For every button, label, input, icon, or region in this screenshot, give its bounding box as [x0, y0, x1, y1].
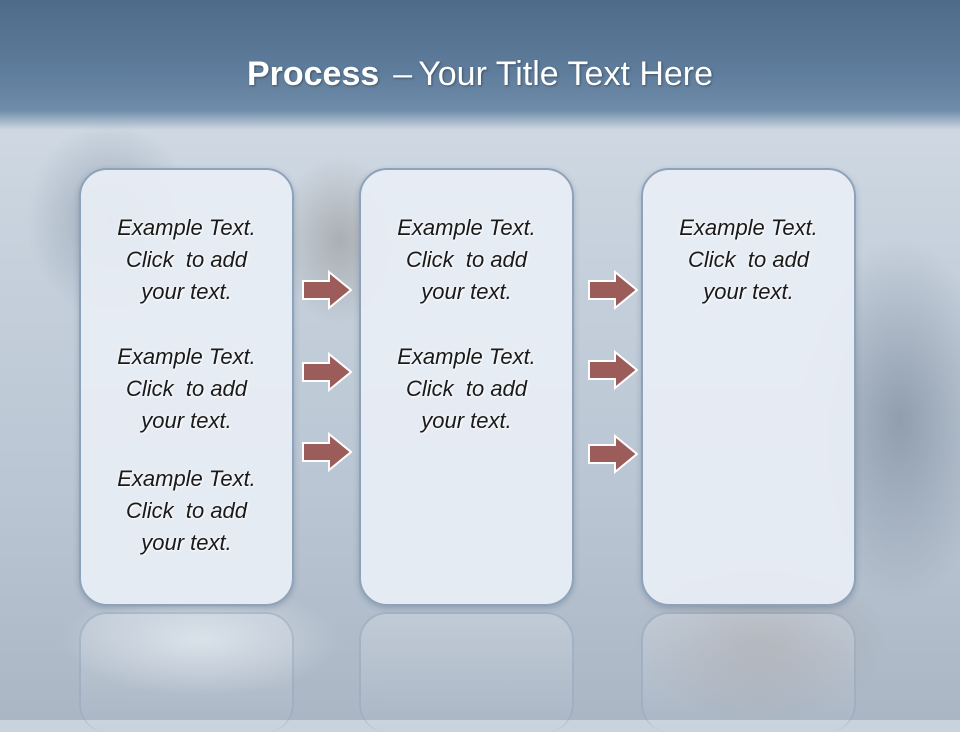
text-line: Click to add [405, 376, 528, 401]
text-line: Example Text. [397, 215, 536, 240]
text-line: Example Text. [117, 466, 256, 491]
text-line: Click to add [125, 247, 248, 272]
panel-reflection [641, 612, 856, 732]
text-block[interactable]: Example Text. Click to add your text. [81, 212, 292, 308]
text-line: your text. [141, 530, 232, 555]
right-arrow-icon[interactable] [588, 270, 638, 310]
text-line: Click to add [125, 498, 248, 523]
text-line: your text. [141, 279, 232, 304]
text-block[interactable]: Example Text. Click to add your text. [81, 341, 292, 437]
process-panel-1[interactable]: Example Text. Click to add your text. Ex… [79, 168, 294, 606]
process-panel-3[interactable]: Example Text. Click to add your text. [641, 168, 856, 606]
text-line: Example Text. [117, 215, 256, 240]
text-line: Click to add [405, 247, 528, 272]
right-arrow-icon[interactable] [302, 270, 352, 310]
text-line: your text. [421, 279, 512, 304]
text-block[interactable]: Example Text. Click to add your text. [361, 212, 572, 308]
title-bold-text: Process [246, 55, 380, 93]
right-arrow-icon[interactable] [302, 352, 352, 392]
panel-reflection [79, 612, 294, 732]
process-panel-2[interactable]: Example Text. Click to add your text. Ex… [359, 168, 574, 606]
title-text: Your Title Text Here [418, 55, 714, 93]
text-block[interactable]: Example Text. Click to add your text. [643, 212, 854, 308]
text-line: your text. [141, 408, 232, 433]
slide-title[interactable]: Process–Your Title Text Here [0, 52, 960, 96]
text-line: your text. [703, 279, 794, 304]
title-band [0, 0, 960, 130]
text-line: Example Text. [679, 215, 818, 240]
text-line: Example Text. [117, 344, 256, 369]
text-line: your text. [421, 408, 512, 433]
panel-reflection [359, 612, 574, 732]
title-separator: – [393, 55, 413, 93]
text-block[interactable]: Example Text. Click to add your text. [81, 463, 292, 559]
text-line: Click to add [125, 376, 248, 401]
text-line: Example Text. [397, 344, 536, 369]
right-arrow-icon[interactable] [588, 434, 638, 474]
right-arrow-icon[interactable] [588, 350, 638, 390]
right-arrow-icon[interactable] [302, 432, 352, 472]
text-block[interactable]: Example Text. Click to add your text. [361, 341, 572, 437]
text-line: Click to add [687, 247, 810, 272]
